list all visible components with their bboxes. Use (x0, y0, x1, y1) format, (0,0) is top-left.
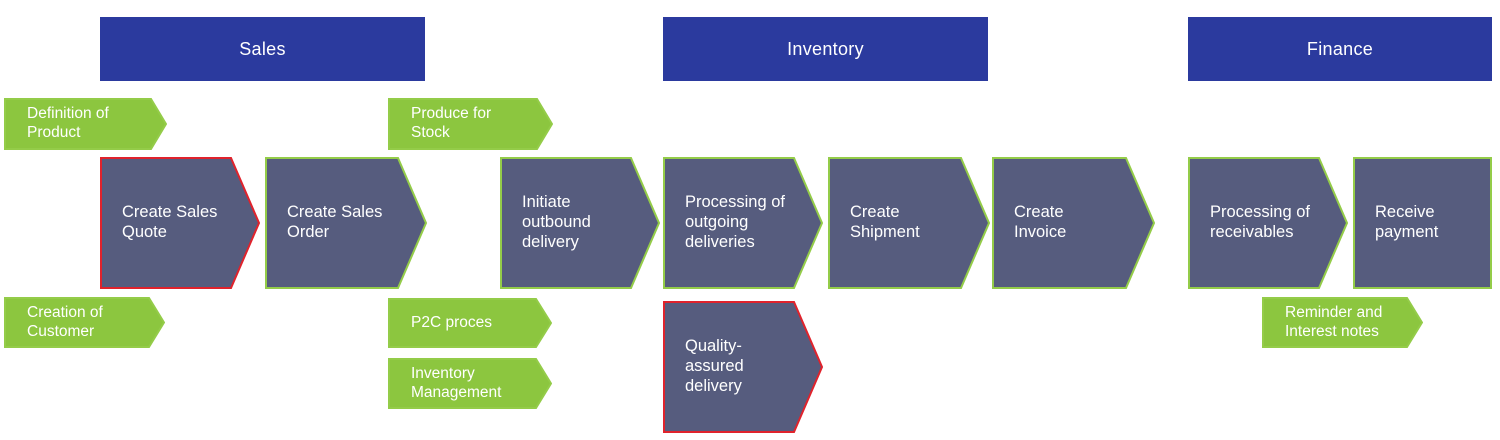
process-label: Create Sales Quote (122, 203, 218, 241)
annotation-label: Inventory Management (411, 364, 502, 401)
process-label: Initiate outbound delivery (522, 193, 591, 251)
process-label: Processing of receivables (1210, 203, 1310, 241)
process-processing-of-receivables: Processing of receivables (1188, 157, 1348, 289)
process-create-shipment: Create Shipment (828, 157, 990, 289)
process-processing-of-outgoing-deliveries: Processing of outgoing deliveries (663, 157, 823, 289)
process-quality-assured-delivery: Quality- assured delivery (663, 301, 823, 433)
header-inventory: Inventory (663, 17, 988, 81)
process-receive-payment: Receive payment (1353, 157, 1492, 289)
header-inventory-label: Inventory (787, 38, 864, 59)
process-label: Create Invoice (1014, 203, 1067, 241)
annotation-definition-of-product: Definition of Product (4, 98, 167, 150)
annotation-produce-for-stock: Produce for Stock (388, 98, 553, 150)
process-label: Quality- assured delivery (685, 337, 744, 395)
process-create-invoice: Create Invoice (992, 157, 1155, 289)
annotation-label: P2C proces (411, 313, 492, 331)
annotation-label: Reminder and Interest notes (1285, 303, 1383, 340)
process-label: Create Sales Order (287, 203, 383, 241)
annotation-label: Creation of Customer (27, 303, 103, 340)
process-label: Create Shipment (850, 203, 920, 241)
process-create-sales-order: Create Sales Order (265, 157, 427, 289)
header-finance-label: Finance (1306, 38, 1374, 59)
annotation-label: Definition of Product (27, 105, 109, 141)
annotation-label: Produce for Stock (411, 105, 492, 141)
annotation-inventory-management: Inventory Management (388, 358, 552, 409)
process-initiate-outbound-delivery: Initiate outbound delivery (500, 157, 660, 289)
header-sales-label: Sales (239, 38, 286, 59)
annotation-creation-of-customer: Creation of Customer (4, 297, 165, 348)
header-finance: Finance (1188, 17, 1492, 81)
process-create-sales-quote: Create Sales Quote (100, 157, 260, 289)
annotation-reminder-and-interest-notes: Reminder and Interest notes (1262, 297, 1423, 348)
process-label: Processing of outgoing deliveries (685, 193, 785, 251)
header-sales: Sales (100, 17, 425, 81)
annotation-p2c-proces: P2C proces (388, 298, 552, 348)
process-label: Receive payment (1375, 203, 1439, 241)
